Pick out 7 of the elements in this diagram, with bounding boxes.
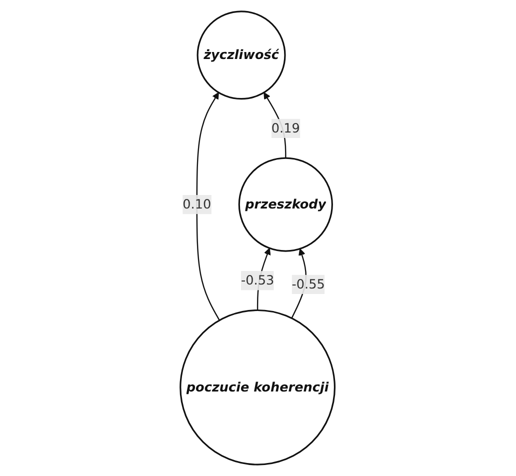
node-circle: przeszkody bbox=[238, 157, 334, 252]
edge-label: -0.55 bbox=[292, 276, 326, 292]
edge-label: 0.19 bbox=[272, 120, 300, 136]
arrow bbox=[196, 92, 220, 321]
edge-label: 0.10 bbox=[183, 196, 212, 212]
edge-label: -0.53 bbox=[241, 272, 275, 288]
node-circle: poczucie koherencji bbox=[180, 309, 336, 466]
